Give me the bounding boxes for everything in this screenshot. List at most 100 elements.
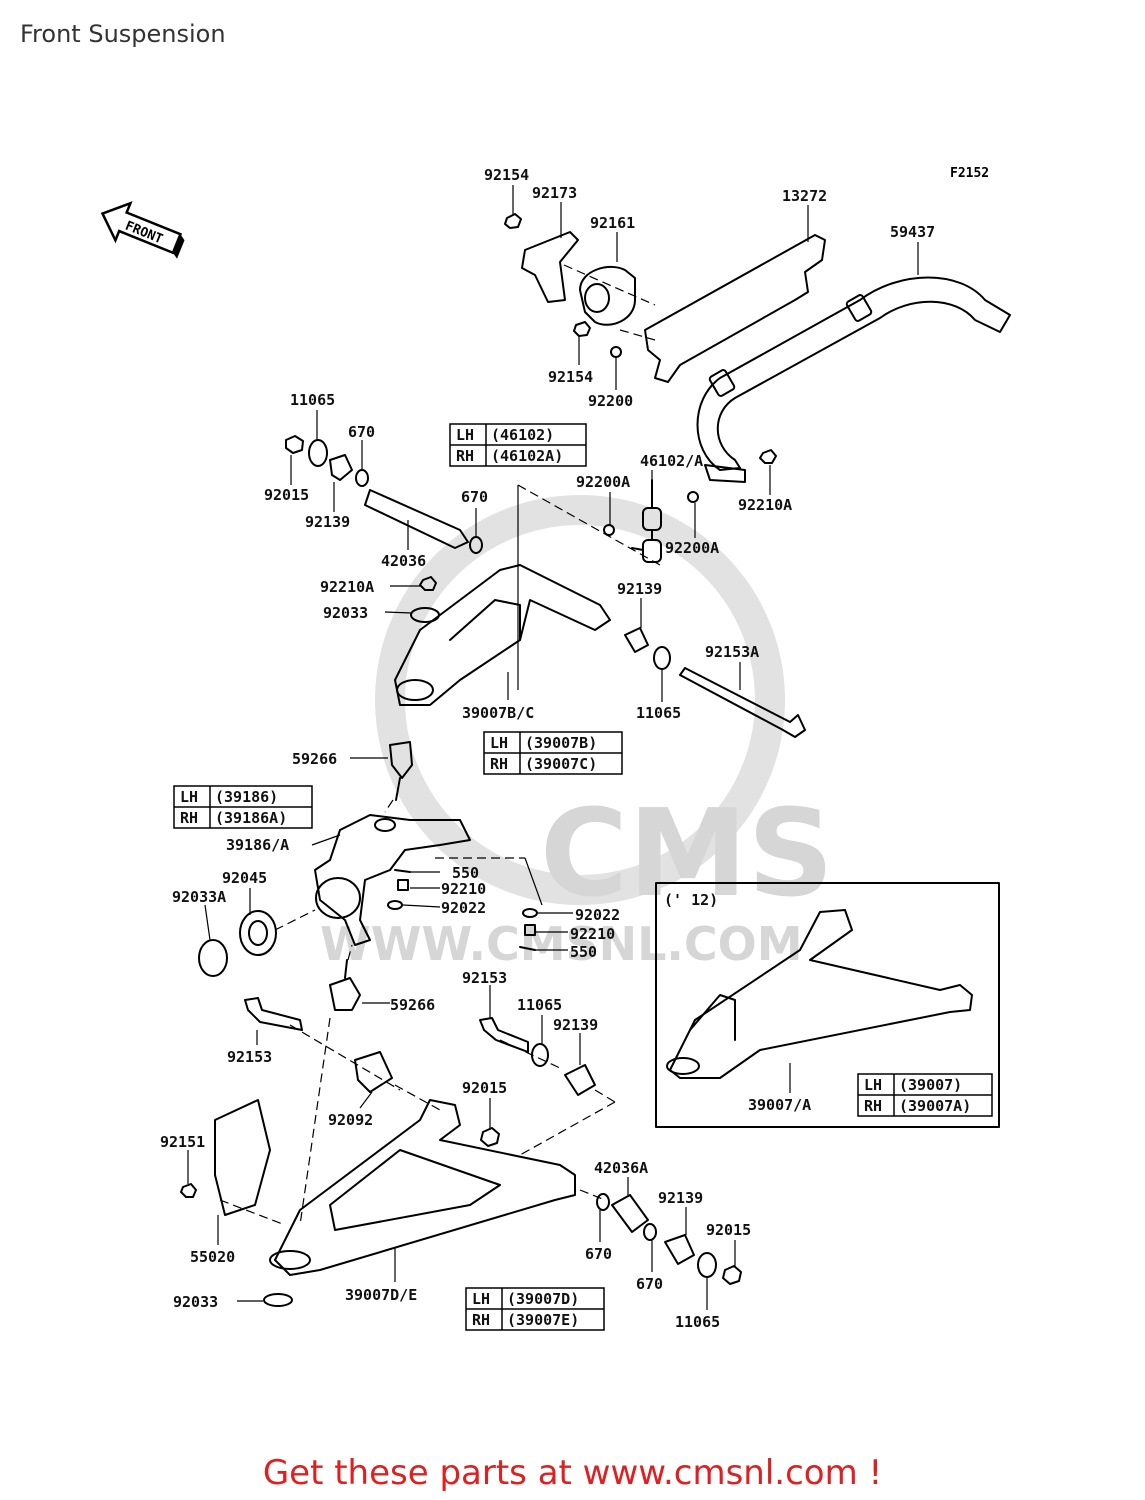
table-39007: LH (39007) RH (39007A)	[857, 1073, 993, 1117]
table-cell: RH	[490, 755, 508, 773]
callout-92022-b: 92022	[575, 906, 620, 924]
ball-joint-upper-stud	[395, 777, 401, 801]
callout-92045: 92045	[222, 869, 267, 887]
stabilizer-bracket-plate	[644, 234, 826, 383]
lower-a-arm	[274, 1099, 576, 1276]
nut-92210a-upper	[419, 576, 437, 591]
guard-55020	[214, 1099, 271, 1216]
callout-13272: 13272	[782, 187, 827, 205]
table-cell: (39007)	[899, 1076, 962, 1094]
callout-11065-d: 11065	[675, 1313, 720, 1331]
callout-92154: 92154	[484, 166, 529, 184]
figure-code: F2152	[950, 166, 990, 181]
table-cell: LH	[472, 1290, 490, 1308]
washer-92022	[387, 900, 403, 910]
callout-46102: 46102/A	[640, 452, 703, 470]
sleeve-42036	[364, 489, 469, 549]
page-title: Front Suspension	[20, 20, 226, 48]
bolt-92153-right	[479, 1017, 529, 1053]
callout-92154-b: 92154	[548, 368, 593, 386]
washer-92022-b	[522, 908, 538, 918]
snap-ring-92033-lower	[263, 1293, 293, 1307]
bar-bushing	[845, 294, 873, 322]
oring-670-lower-1	[596, 1193, 610, 1211]
table-cell: RH	[472, 1311, 490, 1329]
nut-92015-rear	[722, 1265, 742, 1285]
callout-39007bc: 39007B/C	[462, 704, 534, 722]
collar-92139-right	[624, 627, 649, 653]
callout-92139-b: 92139	[617, 580, 662, 598]
table-cell: LH	[864, 1076, 882, 1094]
wheel-bearing-inner	[248, 920, 268, 946]
table-cell: (46102)	[491, 426, 554, 444]
callout-92210a: 92210A	[738, 496, 792, 514]
inset-a-arm	[669, 909, 973, 1079]
lower-arm-web	[329, 1149, 501, 1231]
washer-92200	[610, 346, 622, 358]
inset-arm-bracket	[689, 994, 736, 1041]
callout-92033: 92033	[323, 604, 368, 622]
callout-42036: 42036	[381, 552, 426, 570]
oring-670-lower-2	[643, 1223, 657, 1241]
cotter-pin-550	[394, 869, 411, 873]
inset-label: (' 12)	[664, 891, 718, 909]
nut-92210-b	[524, 924, 536, 936]
bolt-92153-left	[244, 997, 303, 1031]
callout-39007a: 39007/A	[748, 1096, 811, 1114]
bolt-92151	[180, 1183, 197, 1198]
callout-670: 670	[348, 423, 375, 441]
table-cell: LH	[490, 734, 508, 752]
callout-92200: 92200	[588, 392, 633, 410]
callout-550: 550	[452, 864, 479, 882]
ball-joint-lower-stud	[344, 959, 348, 979]
collar-92139-upper	[329, 454, 353, 481]
table-cell: RH	[864, 1097, 882, 1115]
callout-550-b: 550	[570, 943, 597, 961]
table-cell: RH	[180, 809, 198, 827]
callout-92092: 92092	[328, 1111, 373, 1129]
callout-92210: 92210	[441, 880, 486, 898]
bushing-92092	[354, 1051, 393, 1093]
nut-92210a	[759, 449, 777, 464]
callout-11065-c: 11065	[517, 996, 562, 1014]
inset-frame	[655, 882, 1000, 1128]
stabilizer-bar	[696, 276, 1011, 471]
watermark-ring	[375, 495, 785, 905]
callout-92015: 92015	[264, 486, 309, 504]
ball-joint-lower	[329, 977, 361, 1011]
callout-42036a: 42036A	[594, 1159, 648, 1177]
callout-55020: 55020	[190, 1248, 235, 1266]
bushing-hole	[584, 283, 610, 313]
callout-92015-b: 92015	[462, 1079, 507, 1097]
callout-670-c: 670	[585, 1245, 612, 1263]
callout-92139-c: 92139	[553, 1016, 598, 1034]
bar-bushing-block	[579, 265, 636, 326]
table-39007bc: LH (39007B) RH (39007C)	[483, 731, 623, 775]
callout-92161: 92161	[590, 214, 635, 232]
washer-92200a-2	[687, 491, 699, 503]
bar-bushing-2	[708, 369, 736, 397]
callout-92151: 92151	[160, 1133, 205, 1151]
callout-92210-b: 92210	[570, 925, 615, 943]
cotter-pin-550-b	[519, 946, 536, 951]
table-cell: (46102A)	[491, 447, 563, 465]
circlip-92033a	[198, 939, 228, 977]
table-cell: LH	[456, 426, 474, 444]
bar-end-bracket	[704, 464, 746, 483]
callout-92153a: 92153A	[705, 643, 759, 661]
table-cell: (39186)	[215, 788, 278, 806]
lower-arm-ball-socket	[269, 1250, 311, 1270]
inset-ball-socket	[666, 1057, 700, 1075]
callout-59266: 59266	[292, 750, 337, 768]
table-cell: (39007D)	[507, 1290, 579, 1308]
washer-11065-right	[653, 646, 671, 670]
upper-a-arm	[394, 564, 611, 706]
washer-11065-lower	[531, 1043, 549, 1067]
washer-11065-rear	[697, 1252, 717, 1278]
callout-92033a: 92033A	[172, 888, 226, 906]
callout-11065: 11065	[290, 391, 335, 409]
table-39007de: LH (39007D) RH (39007E)	[465, 1287, 605, 1331]
cta-link[interactable]: Get these parts at www.cmsnl.com !	[262, 1453, 883, 1493]
table-39186: LH (39186) RH (39186A)	[173, 785, 313, 829]
